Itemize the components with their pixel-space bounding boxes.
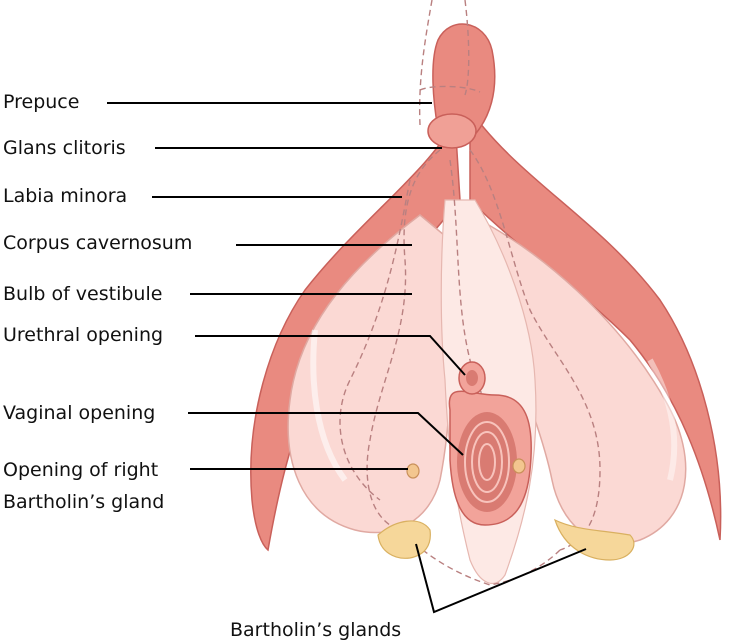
vaginal-opening	[448, 390, 532, 526]
label-opening-right-bartholin-line2: Bartholin’s gland	[3, 491, 164, 513]
leader-bartholins-glands	[415, 543, 587, 614]
label-urethral-opening: Urethral opening	[3, 324, 163, 346]
label-opening-right-bartholin-line1: Opening of right	[3, 459, 158, 481]
leader-vaginal-opening	[188, 412, 464, 456]
bartholin-openings	[406, 458, 526, 479]
label-corpus-cavernosum: Corpus cavernosum	[3, 232, 192, 254]
leader-lines	[107, 102, 587, 614]
clitoral-shaft	[432, 23, 496, 141]
label-labia-minora: Labia minora	[3, 185, 127, 207]
right-bartholin-gland	[553, 518, 635, 561]
urethral-opening	[458, 361, 486, 395]
labels: Prepuce Glans clitoris Labia minora Corp…	[3, 91, 401, 641]
label-bartholins-glands: Bartholin’s glands	[230, 619, 401, 641]
glans-clitoris	[427, 113, 477, 149]
label-prepuce: Prepuce	[3, 91, 79, 113]
label-vaginal-opening: Vaginal opening	[3, 402, 155, 424]
label-bulb-of-vestibule: Bulb of vestibule	[3, 283, 162, 305]
label-glans-clitoris: Glans clitoris	[3, 137, 126, 159]
leader-urethral-opening	[195, 335, 466, 376]
illustration	[250, 0, 722, 586]
